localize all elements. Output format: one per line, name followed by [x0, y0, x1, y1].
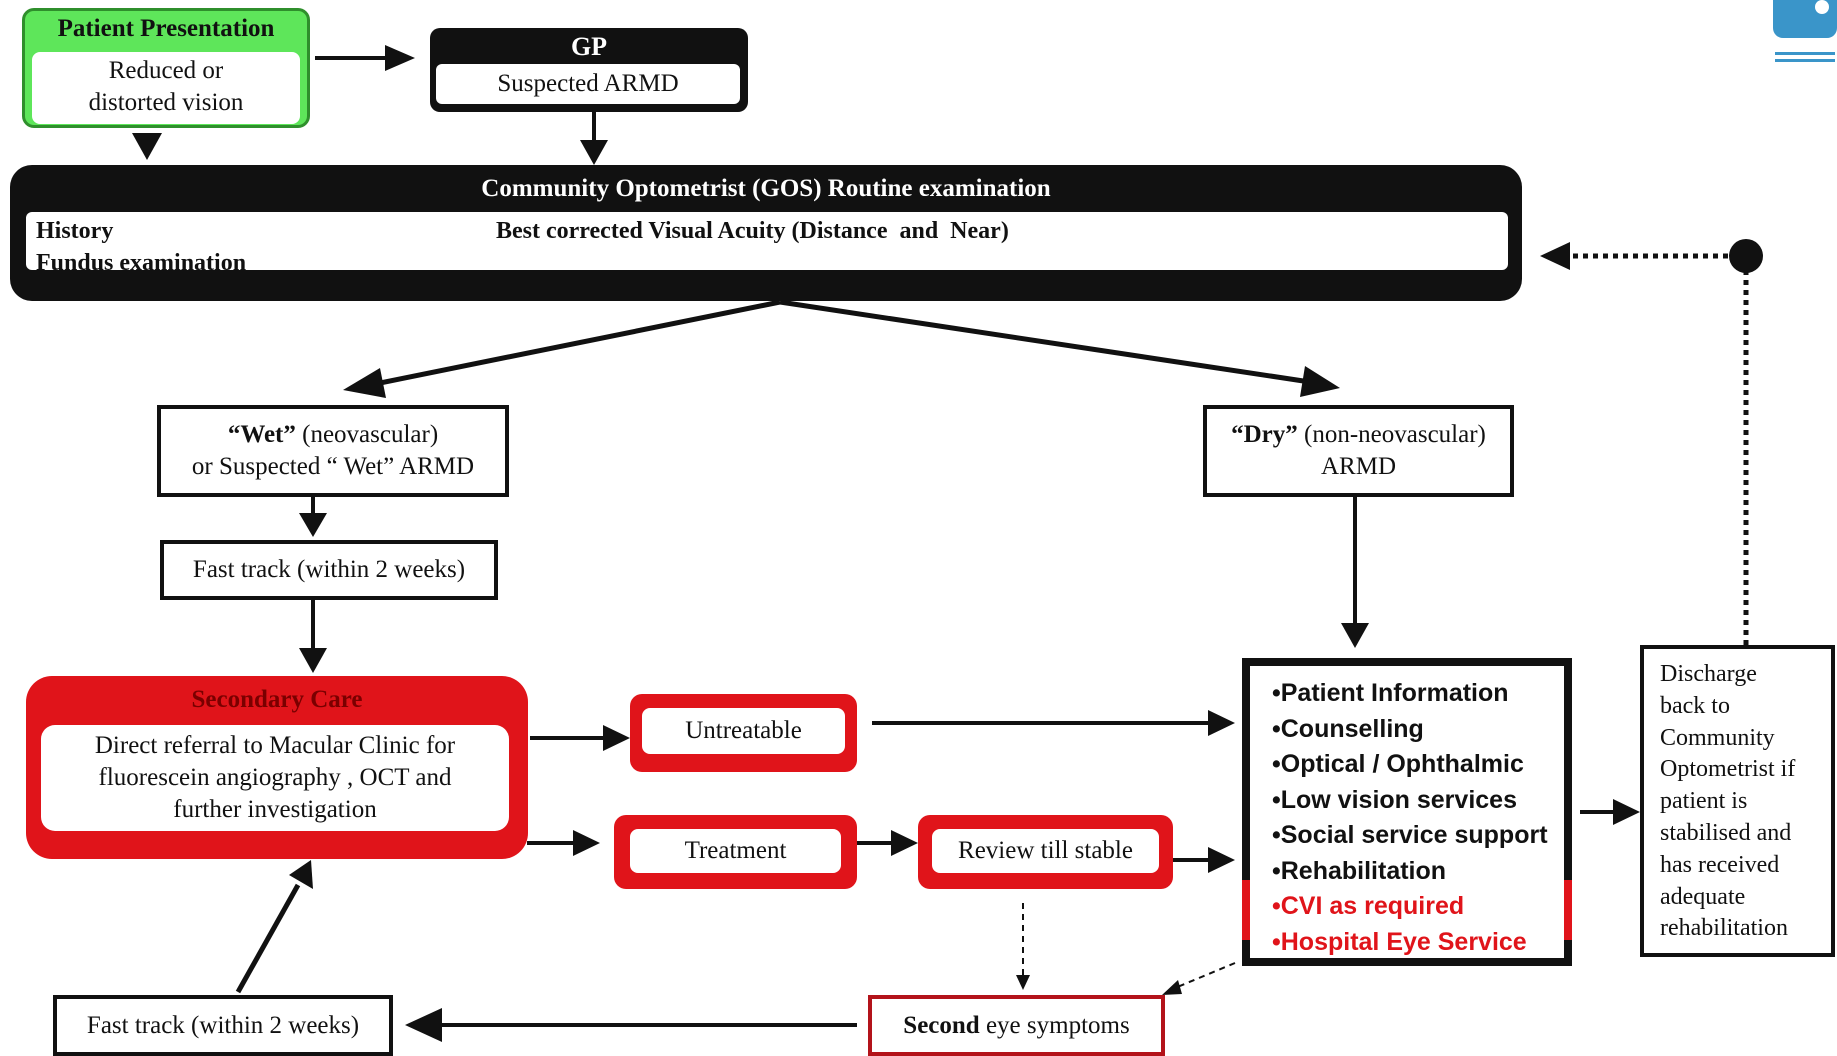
discharge-line: has received: [1660, 851, 1780, 878]
review-label: Review till stable: [932, 829, 1159, 873]
review-box: Review till stable: [918, 815, 1173, 889]
second-eye-rest: eye symptoms: [979, 1011, 1130, 1039]
secondary-care-body: Direct referral to Macular Clinic for fl…: [41, 725, 509, 831]
fast-track-bottom-box: Fast track (within 2 weeks): [53, 995, 393, 1056]
service-item: •Optical / Ophthalmic: [1272, 750, 1524, 778]
acuity-label: Best corrected Visual Acuity (Distance a…: [496, 218, 1009, 244]
dry-rest: (non-neovascular): [1297, 421, 1486, 448]
history-label: History: [36, 218, 114, 244]
community-body: History Fundus examination Best correcte…: [26, 212, 1508, 270]
arrow-fasttrack-bottom-to-secondary: [235, 860, 313, 994]
second-eye-label: Second eye symptoms: [903, 1010, 1129, 1042]
services-list: •Patient Information •Counselling •Optic…: [1272, 676, 1548, 960]
service-item-red: •Hospital Eye Service: [1272, 927, 1527, 956]
arrow-second-eye-to-fasttrack: [405, 1008, 857, 1042]
discharge-line: patient is: [1660, 788, 1748, 815]
wet-bold: “Wet”: [227, 421, 296, 448]
discharge-line: back to: [1660, 692, 1730, 719]
wet-rest: (neovascular): [295, 421, 439, 448]
second-eye-box: Second eye symptoms: [868, 995, 1165, 1056]
arrow-review-to-services: [1173, 847, 1235, 873]
discharge-box: Discharge back to Community Optometrist …: [1640, 645, 1835, 957]
patient-presentation-body: Reduced or distorted vision: [32, 52, 300, 124]
arrow-untreatable-to-services: [872, 710, 1235, 736]
arrow-treatment-to-review: [857, 830, 918, 856]
arrow-fasttrack-to-secondary: [299, 600, 327, 673]
discharge-line: stabilised and: [1660, 819, 1792, 846]
arrow-services-to-second-eye: [1162, 962, 1236, 995]
dry-armd-box: “Dry” (non-neovascular) ARMD: [1203, 405, 1514, 497]
arrow-dry-to-services: [1341, 497, 1369, 648]
arrow-review-to-second-eye: [1016, 903, 1030, 990]
gp-text: Suspected ARMD: [436, 64, 740, 104]
treatment-box: Treatment: [614, 815, 857, 889]
service-item: •Low vision services: [1272, 785, 1517, 814]
discharge-line: Optometrist if: [1660, 756, 1796, 783]
arrow-to-wet: [343, 299, 781, 398]
service-item: •Counselling: [1272, 714, 1424, 743]
services-red-accent-right: [1564, 880, 1572, 940]
arrow-patient-to-gp: [315, 45, 415, 71]
arrow-secondary-to-untreatable: [530, 725, 630, 751]
arrow-gp-down: [580, 112, 608, 165]
wet-line2: or Suspected “ Wet” ARMD: [191, 453, 475, 480]
services-box: •Patient Information •Counselling •Optic…: [1242, 658, 1572, 966]
patient-presentation-title: Patient Presentation: [57, 15, 275, 42]
secondary-care-box: Secondary Care Direct referral to Macula…: [26, 676, 528, 859]
service-item: •Rehabilitation: [1272, 856, 1447, 885]
dry-line2: ARMD: [1320, 453, 1396, 480]
gp-box: GP Suspected ARMD: [430, 28, 748, 112]
secondary-care-line1: Direct referral to Macular Clinic for: [94, 732, 456, 759]
arrow-patient-down: [132, 133, 162, 160]
untreatable-label: Untreatable: [642, 708, 845, 754]
fundus-label: Fundus examination: [36, 250, 247, 270]
arrow-discharge-to-community: [1540, 239, 1763, 645]
patient-presentation-line2: distorted vision: [88, 89, 244, 116]
logo-text-bar: [1775, 59, 1835, 62]
arrow-services-to-discharge: [1580, 799, 1640, 825]
patient-presentation-line1: Reduced or: [108, 57, 224, 84]
discharge-line: Discharge: [1660, 661, 1757, 687]
second-eye-bold: Second: [903, 1011, 980, 1039]
treatment-label: Treatment: [630, 829, 841, 873]
service-item-red: •CVI as required: [1272, 892, 1465, 920]
service-item: •Patient Information: [1272, 679, 1509, 707]
untreatable-box: Untreatable: [630, 694, 857, 772]
community-title: Community Optometrist (GOS) Routine exam…: [481, 175, 1051, 202]
discharge-line: rehabilitation: [1660, 915, 1788, 942]
secondary-care-title: Secondary Care: [191, 686, 363, 713]
service-item: •Social service support: [1272, 821, 1548, 849]
patient-presentation-box: Patient Presentation Reduced or distorte…: [22, 8, 310, 128]
fast-track-top-box: Fast track (within 2 weeks): [160, 540, 498, 600]
services-red-accent-left: [1242, 880, 1250, 940]
dry-bold: “Dry”: [1231, 421, 1298, 448]
arrow-wet-to-fasttrack: [299, 497, 327, 537]
logo: [1773, 0, 1837, 66]
arrow-to-dry: [779, 299, 1340, 397]
discharge-line: Community: [1660, 724, 1775, 751]
community-optometrist-box: Community Optometrist (GOS) Routine exam…: [10, 165, 1522, 301]
gp-title: GP: [570, 32, 608, 61]
discharge-line: adequate: [1660, 883, 1746, 910]
logo-text-bar: [1775, 52, 1835, 55]
secondary-care-line2: fluorescein angiography , OCT and: [98, 764, 452, 791]
logo-dot: [1815, 0, 1829, 14]
arrow-secondary-to-treatment: [527, 830, 600, 856]
secondary-care-line3: further investigation: [173, 796, 377, 823]
wet-line1: “Wet” (neovascular): [228, 419, 438, 451]
dry-line1: “Dry” (non-neovascular): [1231, 419, 1486, 451]
wet-armd-box: “Wet” (neovascular) or Suspected “ Wet” …: [157, 405, 509, 497]
